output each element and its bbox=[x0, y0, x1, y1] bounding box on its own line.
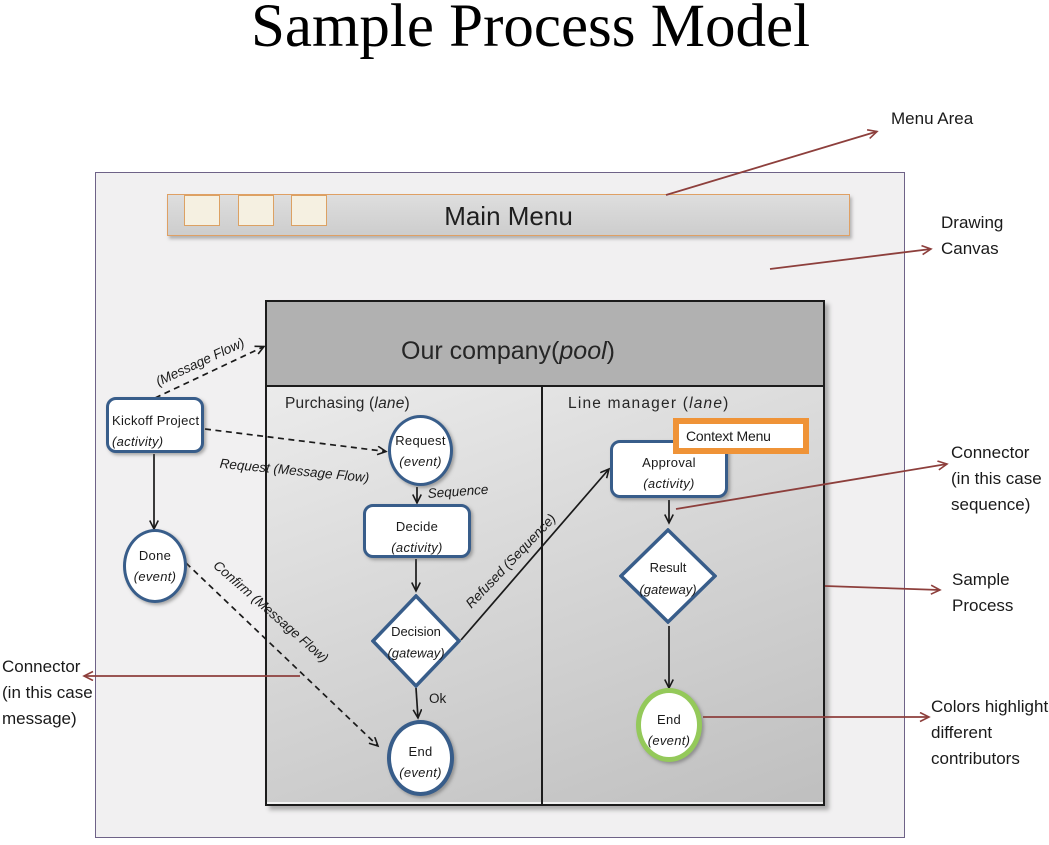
svg-text:(gateway): (gateway) bbox=[639, 582, 696, 597]
svg-text:Ok: Ok bbox=[429, 691, 447, 706]
svg-text:Request (Message Flow): Request (Message Flow) bbox=[219, 456, 370, 485]
svg-text:Sequence: Sequence bbox=[427, 482, 489, 501]
svg-text:Confirm (Message Flow): Confirm (Message Flow) bbox=[211, 558, 332, 666]
svg-text:(gateway): (gateway) bbox=[387, 646, 444, 661]
svg-text:Decision: Decision bbox=[391, 624, 441, 639]
svg-text:Refused (Sequence): Refused (Sequence) bbox=[463, 511, 559, 611]
svg-text:Result: Result bbox=[650, 560, 687, 575]
